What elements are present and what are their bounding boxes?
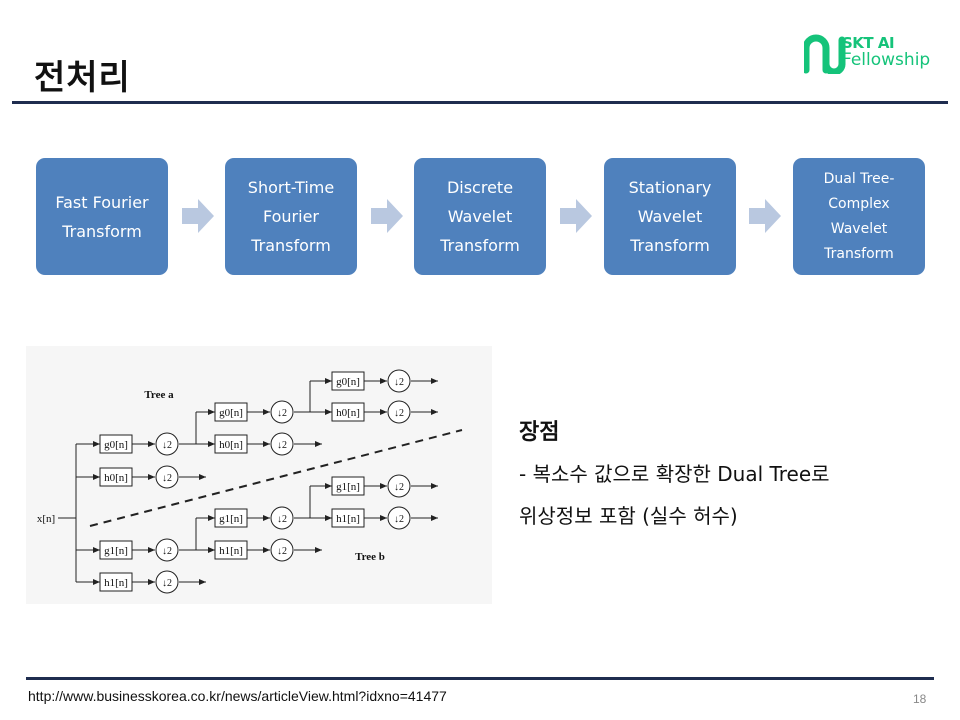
tree-b-label: Tree b [355, 551, 385, 563]
tree-a-label: Tree a [144, 389, 174, 401]
filter-h0: h0[n] [219, 439, 243, 451]
filter-h0: h0[n] [336, 407, 360, 419]
downsample-label: ↓2 [277, 408, 287, 419]
arrow-right-icon [749, 199, 781, 233]
downsample-label: ↓2 [394, 514, 404, 525]
advantages-heading: 장점 [519, 420, 560, 445]
filter-g0: g0[n] [219, 407, 243, 419]
filter-g1: g1[n] [336, 481, 360, 493]
downsample-label: ↓2 [277, 514, 287, 525]
advantages-line-1: - 복소수 값으로 확장한 Dual Tree로 [519, 462, 830, 486]
downsample-label: ↓2 [394, 377, 404, 388]
filter-h0: h0[n] [104, 472, 128, 484]
downsample-label: ↓2 [162, 546, 172, 557]
filter-h1: h1[n] [104, 577, 128, 589]
filter-h1: h1[n] [219, 545, 243, 557]
downsample-label: ↓2 [162, 578, 172, 589]
downsample-label: ↓2 [277, 440, 287, 451]
advantages-line-2: 위상정보 포함 (실수 허수) [519, 504, 738, 528]
filter-g1: g1[n] [219, 513, 243, 525]
logo-text-fellowship: Fellowship [842, 50, 931, 70]
filter-g0: g0[n] [336, 376, 360, 388]
dual-tree-diagram: x[n] Tree a Tree b g0[n] h0[n] g1[n] h1[… [26, 346, 492, 604]
downsample-label: ↓2 [162, 440, 172, 451]
arrow-right-icon [560, 199, 592, 233]
filter-h1: h1[n] [336, 513, 360, 525]
downsample-label: ↓2 [277, 546, 287, 557]
logo-text-sktai: SKT AI [842, 34, 895, 52]
downsample-label: ↓2 [162, 473, 172, 484]
sktai-logo-icon [804, 34, 846, 74]
step-swt: Stationary Wavelet Transform [604, 158, 736, 275]
downsample-label: ↓2 [394, 408, 404, 419]
filter-g1: g1[n] [104, 545, 128, 557]
step-dtcwt: Dual Tree- Complex Wavelet Transform [793, 158, 925, 275]
downsample-label: ↓2 [394, 482, 404, 493]
filter-g0: g0[n] [104, 439, 128, 451]
step-fft: Fast Fourier Transform [36, 158, 168, 275]
input-label: x[n] [37, 513, 55, 525]
page-title: 전처리 [34, 58, 131, 98]
arrow-right-icon [371, 199, 403, 233]
source-link[interactable]: http://www.businesskorea.co.kr/news/arti… [28, 688, 447, 704]
title-divider [12, 101, 948, 104]
arrow-right-icon [182, 199, 214, 233]
footer-divider [26, 677, 934, 680]
step-dwt: Discrete Wavelet Transform [414, 158, 546, 275]
step-stft: Short-Time Fourier Transform [225, 158, 357, 275]
page-number: 18 [913, 692, 927, 706]
